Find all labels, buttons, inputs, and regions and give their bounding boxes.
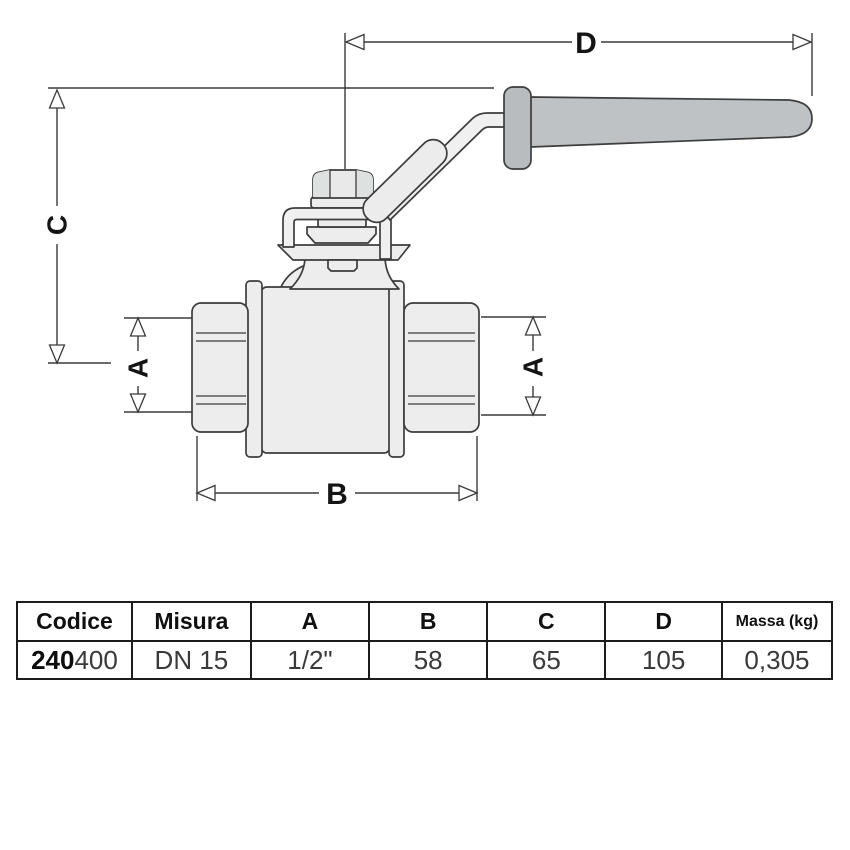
dim-label-a-left: A — [123, 358, 154, 378]
valve-body — [191, 169, 480, 458]
header-massa: Massa (kg) — [720, 601, 834, 642]
handle-sleeve — [362, 138, 448, 224]
valve-endcap-right — [403, 302, 480, 433]
cell-c: 65 — [486, 640, 607, 680]
spec-table-data-row: 240400 DN 15 1/2" 58 65 105 0,305 — [16, 640, 834, 680]
header-d: D — [604, 601, 723, 642]
valve-handle — [282, 86, 813, 260]
valve-flange-tab — [327, 259, 358, 272]
dimension-a-left: A — [123, 316, 195, 414]
valve-barrel — [260, 286, 391, 454]
cell-b: 58 — [368, 640, 489, 680]
cell-misura: DN 15 — [130, 640, 252, 680]
valve-endcap-left — [191, 302, 249, 433]
dimension-b: B — [195, 436, 479, 511]
spec-table: Codice Misura A B C D Massa (kg) 240400 … — [16, 601, 834, 680]
header-b: B — [368, 601, 489, 642]
cell-massa: 0,305 — [720, 640, 834, 680]
dim-label-a-right: A — [518, 357, 549, 377]
dim-label-b: B — [326, 478, 348, 511]
cell-a: 1/2" — [249, 640, 371, 680]
cell-codice: 240400 — [16, 640, 133, 680]
handle-grip-cap — [503, 86, 532, 170]
valve-ring-right — [388, 280, 405, 458]
handle-grip — [529, 96, 813, 148]
dimension-d: D — [344, 27, 813, 169]
header-codice: Codice — [16, 601, 133, 642]
valve-neck — [289, 258, 400, 290]
header-misura: Misura — [130, 601, 252, 642]
valve-gland-nut — [306, 226, 377, 244]
header-a: A — [249, 601, 371, 642]
cell-d: 105 — [604, 640, 723, 680]
codice-suffix: 400 — [74, 644, 118, 675]
header-c: C — [486, 601, 607, 642]
dimension-a-right: A — [481, 315, 549, 417]
spec-table-header-row: Codice Misura A B C D Massa (kg) — [16, 601, 834, 642]
codice-prefix: 240 — [31, 644, 75, 675]
dimension-c: C — [42, 87, 494, 365]
valve-flange — [277, 244, 411, 261]
dim-label-d: D — [575, 27, 597, 60]
valve-diagram: D C A A — [42, 27, 813, 511]
dim-label-c: C — [42, 215, 73, 235]
